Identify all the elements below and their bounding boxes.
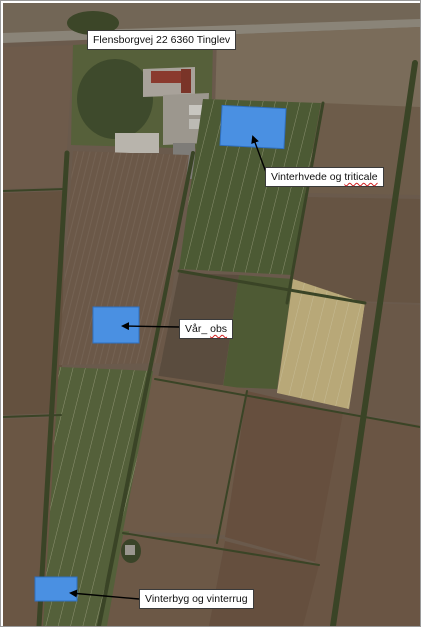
farm-building: [115, 133, 159, 153]
plot-label-text: Vinterhvede og: [271, 171, 342, 183]
plot-label-vinterhvede: Vinterhvede og triticale: [265, 167, 384, 187]
field-lower-3: [303, 413, 420, 626]
hedgerows: [3, 60, 420, 626]
plot-label-text-marked: obs: [210, 323, 228, 335]
aerial-photo: [3, 3, 420, 626]
field-lower-1: [123, 375, 247, 535]
field-north-east: [215, 27, 420, 113]
field-left-2: [3, 191, 65, 415]
arrow-vaar: [121, 322, 180, 331]
plot-label-text-marked: triticale: [344, 171, 378, 183]
aerial-map: Flensborgvej 22 6360 Tinglev Vinterhvede…: [3, 3, 420, 626]
field-lower-2: [225, 391, 343, 563]
plot-marker-vaar: [92, 306, 140, 344]
plot-label-vaar: Vår_ obs: [179, 319, 234, 339]
field-middle-2: [223, 275, 293, 389]
plot-label-text: Vinterbyg og vinterrug: [145, 593, 248, 605]
plot-marker-vinterhvede: [219, 104, 287, 150]
arrow-vinterbyg: [69, 589, 140, 600]
trees: [77, 59, 153, 139]
plot-label-vinterbyg: Vinterbyg og vinterrug: [139, 589, 254, 609]
field-left-1: [3, 45, 73, 189]
farm-building: [181, 69, 191, 93]
address-label: Flensborgvej 22 6360 Tinglev: [87, 30, 237, 50]
building: [125, 545, 135, 555]
field-east-2: [289, 197, 420, 303]
farm-building: [151, 71, 187, 83]
farm-building: [189, 105, 209, 115]
arrow-vinterhvede: [251, 135, 268, 176]
plot-marker-vinterbyg: [34, 576, 78, 602]
trees: [67, 11, 119, 35]
farm-building: [189, 119, 209, 129]
plot-label-text: Vår_: [185, 323, 208, 335]
